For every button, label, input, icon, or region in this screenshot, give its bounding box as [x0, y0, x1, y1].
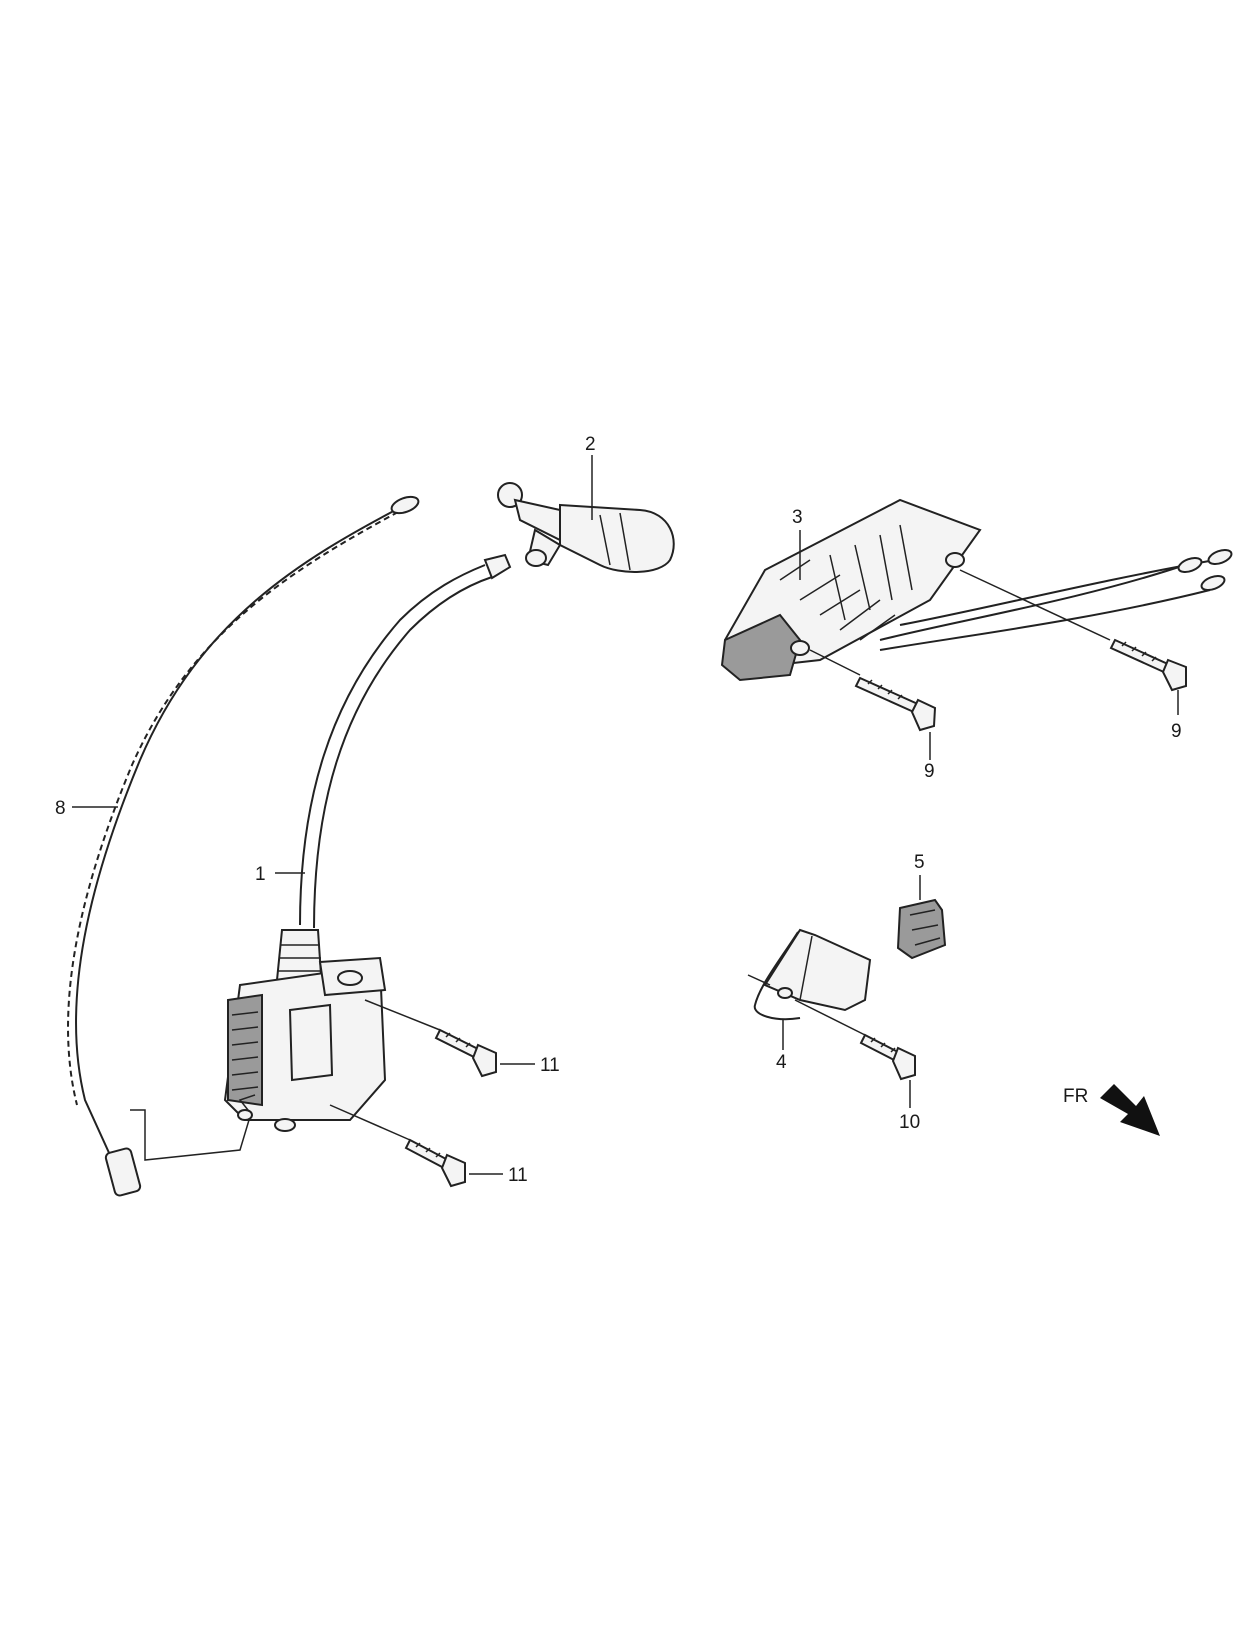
- callout-11-b: 11: [508, 1165, 528, 1186]
- callout-2: 2: [585, 434, 596, 455]
- clip-part-5: [896, 898, 947, 960]
- callout-9-b: 9: [1171, 721, 1182, 742]
- ground-wire-part-8: [67, 495, 420, 1197]
- bolt-part-9-b: [959, 569, 1187, 692]
- arrow-down-right-icon: [1100, 1084, 1160, 1136]
- front-orientation-marker: FR: [1063, 1084, 1160, 1136]
- bolt-part-11-a: [364, 999, 497, 1078]
- callout-9-a: 9: [924, 761, 935, 782]
- bolt-part-10: [794, 999, 916, 1081]
- callout-10: 10: [899, 1112, 920, 1133]
- fr-label: FR: [1063, 1086, 1088, 1107]
- bolt-part-11-b: [329, 1104, 466, 1188]
- bracket-part-4: [747, 928, 872, 1021]
- charge-coil-part-3: [720, 498, 1233, 682]
- callout-4: 4: [776, 1052, 787, 1073]
- bolt-part-9-a: [809, 649, 937, 732]
- callout-8: 8: [55, 798, 66, 819]
- callout-1: 1: [255, 864, 266, 885]
- callout-5: 5: [914, 852, 925, 873]
- callout-3: 3: [792, 507, 803, 528]
- callout-11-a: 11: [540, 1055, 560, 1076]
- spark-plug-cap-part-2: [497, 482, 675, 573]
- ignition-coil-part-1: [223, 553, 512, 1132]
